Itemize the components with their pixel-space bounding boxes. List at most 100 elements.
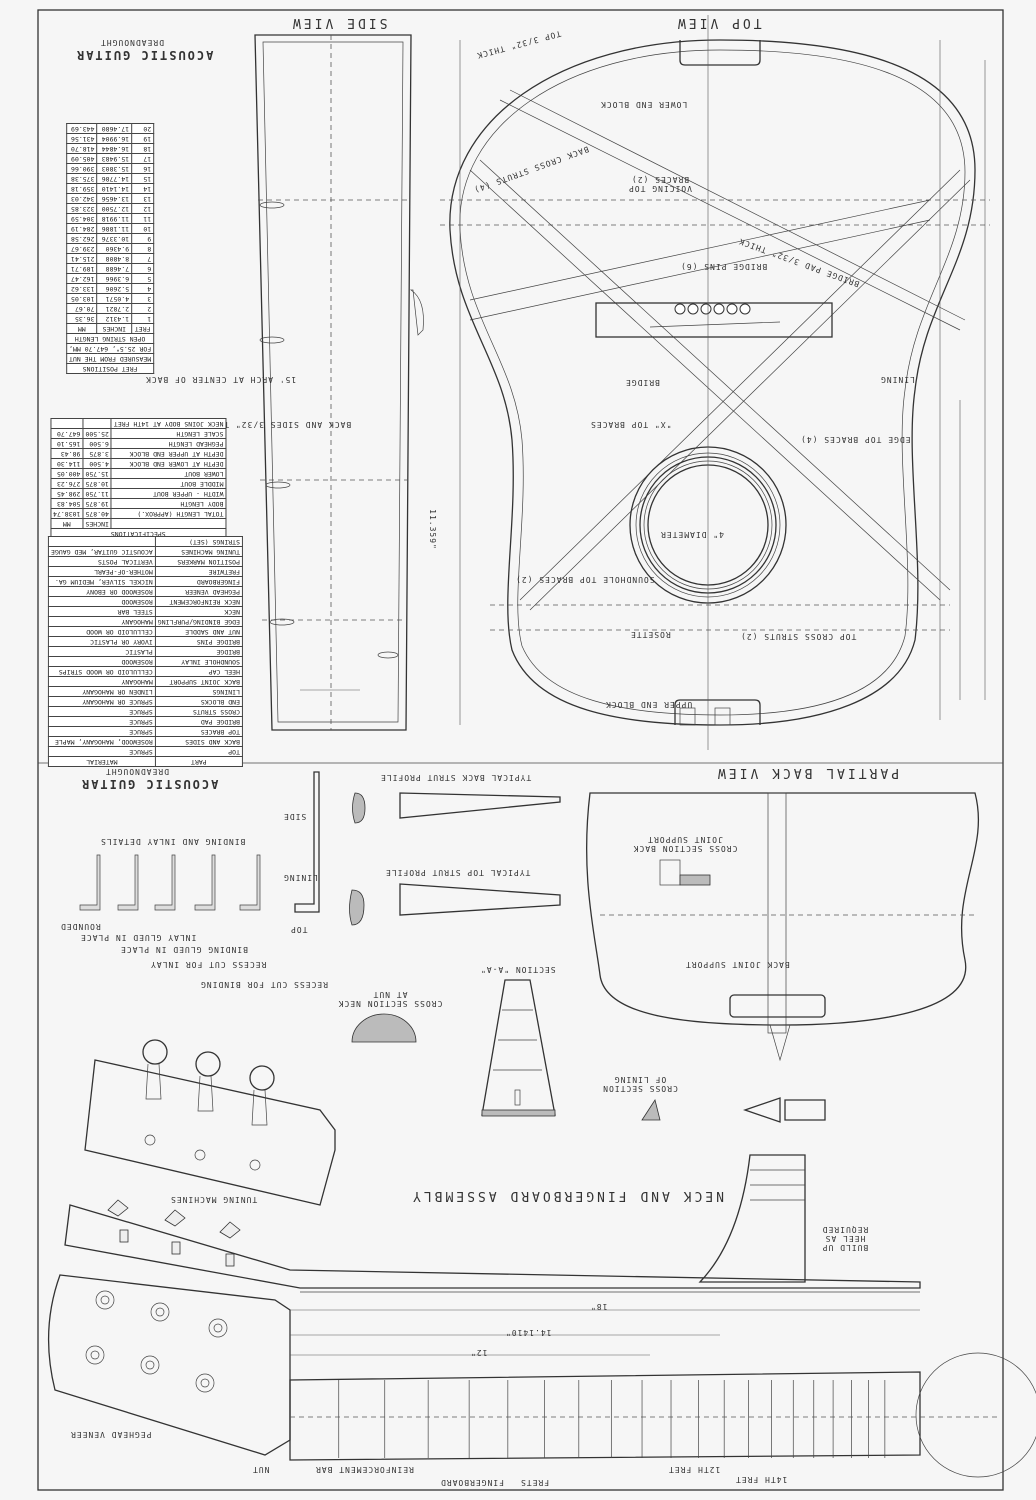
peghead-top-drawing	[84, 1039, 336, 1206]
fret-table-cell: 70.67	[66, 303, 97, 314]
fret-table-subtitle-3: OPEN STRING LENGTH	[66, 333, 154, 344]
material-table-cell: CROSS STRUTS	[155, 706, 243, 717]
fret-table-cell: 13	[131, 193, 154, 204]
spec-table-cell: WIDTH - UPPER BOUT	[111, 488, 226, 499]
fret-table-cell: 15.3803	[96, 163, 132, 174]
top-strut-profile-title: TYPICAL TOP STRUT PROFILE	[385, 868, 531, 877]
material-table-cell: LININGS	[155, 686, 243, 697]
spec-table-cell: 19.875	[82, 498, 112, 509]
spec-col-header-blank	[111, 518, 226, 529]
back-joint-support-label: BACK JOINT SUPPORT	[685, 960, 790, 969]
cross-section-back-joint-title: CROSS SECTION BACK JOINT SUPPORT	[632, 835, 738, 853]
spec-table-cell: 25.500	[82, 428, 112, 439]
material-table-cell: SPRUCE	[48, 716, 156, 727]
recess-inlay-label: RECESS CUT FOR INLAY	[150, 960, 267, 969]
spec-table-cell: 276.23	[50, 478, 83, 489]
material-table-cell: PEGHEAD VENEER	[155, 586, 243, 597]
bridge-label: BRIDGE	[625, 378, 660, 387]
spec-inches-header: INCHES	[82, 518, 112, 529]
fret-table-cell: 12.7500	[96, 203, 132, 214]
side-view-title: SIDE VIEW	[290, 15, 388, 30]
dim-14141: 14.1410"	[505, 1328, 552, 1337]
spec-table-cell: 4.500	[82, 458, 112, 469]
material-table-cell: BRIDGE PINS	[155, 636, 243, 647]
material-col-header: MATERIAL	[48, 756, 156, 767]
spec-table-cell: SCALE LENGTH	[111, 428, 226, 439]
fret-table-cell: 15.9483	[96, 153, 132, 164]
material-table-cell: LINDEN OR MAHOGANY	[48, 686, 156, 697]
rosette-label: ROSETTE	[630, 630, 671, 639]
fret-table-title: FRET POSITIONS	[66, 363, 154, 374]
main-title: ACOUSTIC GUITAR	[75, 48, 214, 62]
material-table-cell: EDGE BINDING/PURFLING	[155, 616, 243, 627]
neck-nut-section	[351, 1013, 417, 1043]
reinforcement-bar-label: REINFORCEMENT BAR	[315, 1465, 414, 1474]
material-table-cell: SPRUCE	[48, 706, 156, 717]
fret-table-cell: 359.18	[66, 183, 97, 194]
fret-table-cell: 8	[131, 243, 154, 254]
material-table-cell: TUNING MACHINES	[155, 546, 243, 557]
frets-label: FRETS	[520, 1478, 550, 1487]
fret-table-cell: 133.62	[66, 283, 97, 294]
fret-table-cell: 323.85	[66, 203, 97, 214]
fret-table-cell: 14.7786	[96, 173, 132, 184]
material-table-cell: PLASTIC	[48, 646, 156, 657]
edge-top-braces-label: EDGE TOP BRACES (4)	[800, 435, 911, 444]
fret-table-cell: 375.38	[66, 173, 97, 184]
fret-table-cell: 16.9904	[96, 133, 132, 144]
fret-table-cell: 2	[131, 303, 154, 314]
part-col-header: PART	[155, 756, 243, 767]
material-table-cell: ROSEWOOD OR EBONY	[48, 586, 156, 597]
spec-table-cell	[82, 418, 112, 429]
fret-table-cell: 443.69	[66, 123, 97, 134]
body-length-dim: 11.359"	[427, 509, 437, 550]
voicing-braces-label: VOICING TOP BRACES (2)	[628, 175, 692, 193]
fret-table-cell: 18	[131, 143, 154, 154]
dim-12: 12"	[470, 1348, 488, 1357]
section-aa-drawing	[481, 979, 556, 1117]
top-view-title: TOP VIEW	[675, 15, 762, 30]
fret-table-cell: 16.4844	[96, 143, 132, 154]
fret-table-cell: 239.67	[66, 243, 97, 254]
inches-col-header: INCHES	[96, 323, 132, 334]
fret-table-cell: 390.66	[66, 163, 97, 174]
cross-section-neck-title: CROSS SECTION NECK AT NUT	[337, 990, 443, 1008]
fret-table-cell: 1	[131, 313, 154, 324]
fret-table-cell: 8.4808	[96, 253, 132, 264]
fret-table-subtitle-2: FOR 25.5", 647.70 MM,	[66, 343, 154, 354]
binding-details-drawing	[79, 771, 320, 913]
fret-table-cell: 1.4312	[96, 313, 132, 324]
material-table-cell: BACK JOINT SUPPORT	[155, 676, 243, 687]
fret-table-cell: 6	[131, 263, 154, 274]
fret-table-cell: 284.19	[66, 223, 97, 234]
fret-table-cell: 431.56	[66, 133, 97, 144]
arch-back-label: 15' ARCH AT CENTER OF BACK	[145, 375, 297, 384]
spec-table-cell: 11.750	[82, 488, 112, 499]
lining-label: LINING	[880, 375, 915, 384]
spec-table-cell: 165.10	[50, 438, 83, 449]
